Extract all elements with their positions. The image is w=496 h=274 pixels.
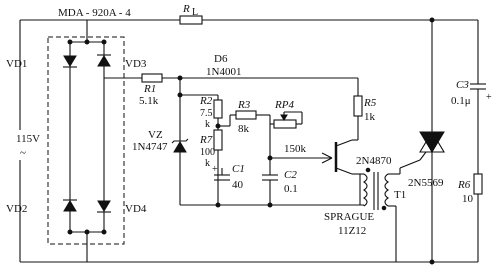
r6-value: 10 — [462, 193, 474, 205]
potentiometer-rp4 — [273, 112, 297, 129]
c1-value: 40 — [232, 179, 244, 191]
r2-value-a: 7.5 — [200, 108, 213, 119]
r6-label: R6 — [457, 179, 471, 191]
zener-vz — [171, 138, 189, 153]
rl-subscript: L — [192, 7, 198, 18]
diode-vd3 — [97, 54, 111, 67]
resistor-r7 — [213, 129, 223, 151]
vz-label: VZ — [148, 129, 163, 141]
r5-value: 1k — [364, 111, 376, 123]
node-dot — [101, 39, 107, 45]
node-dot — [429, 17, 435, 23]
node-dot — [67, 39, 73, 45]
transformer-t1 — [363, 167, 389, 211]
resistor-r6 — [473, 173, 483, 195]
r1-label: R1 — [143, 83, 156, 95]
triac-part-label: 2N5569 — [408, 177, 444, 189]
r5-label: R5 — [363, 97, 377, 109]
capacitor-c2 — [262, 174, 278, 181]
vd2-label: VD2 — [6, 203, 27, 215]
c3-value: 0.1μ — [451, 95, 471, 107]
node-dot — [84, 229, 90, 235]
c1-label: C1 — [232, 163, 245, 175]
r1-value: 5.1k — [139, 95, 159, 107]
d6-name-label: D6 — [214, 53, 228, 65]
vd1-label: VD1 — [6, 58, 27, 70]
bridge-title-label: MDA - 920A - 4 — [58, 7, 131, 19]
capacitor-c1 — [214, 174, 230, 181]
c2-label: C2 — [284, 169, 297, 181]
r3-value: 8k — [238, 123, 250, 135]
c3-plus: + — [486, 92, 492, 103]
bridge-rectifier: MDA - 920A - 4 — [6, 7, 147, 262]
r2-value-b: k — [205, 119, 210, 130]
resistor-r2 — [213, 99, 223, 119]
transistor-2n4870 — [334, 139, 353, 175]
triac-2n5569 — [419, 130, 445, 161]
ac-voltage-label: 115V — [16, 133, 40, 145]
resistor-r1 — [141, 73, 163, 83]
diode-vd4 — [97, 200, 111, 213]
vz-part-label: 1N4747 — [132, 141, 168, 153]
transistor-part-label: 2N4870 — [356, 155, 392, 167]
resistor-r3 — [235, 110, 257, 120]
rl-label: R — [182, 3, 190, 15]
vd4-label: VD4 — [125, 203, 147, 215]
capacitor-c3 — [470, 83, 486, 90]
transformer-part-label: 11Z12 — [338, 225, 366, 237]
vd3-label: VD3 — [125, 58, 147, 70]
bridge-dashed-box — [47, 36, 125, 245]
node-dot — [177, 92, 183, 98]
r7-value-b: k — [205, 158, 210, 169]
r7-value-a: 100 — [200, 147, 215, 158]
c3-label: C3 — [456, 79, 469, 91]
resistor-rl — [179, 15, 203, 25]
r2-label: R2 — [199, 95, 213, 107]
ac-symbol-label: ~ — [20, 147, 26, 159]
r3-label: R3 — [237, 99, 251, 111]
diode-vd2 — [63, 199, 77, 212]
c1-plus: + — [212, 164, 218, 175]
node-dot — [267, 202, 273, 208]
node-dot — [215, 202, 221, 208]
rp4-label: RP4 — [274, 99, 294, 111]
d6-part-label: 1N4001 — [206, 66, 241, 78]
node-dot — [84, 39, 90, 45]
resistor-r5 — [353, 95, 363, 117]
rp4-value: 150k — [284, 143, 307, 155]
transformer-name-label: T1 — [394, 189, 406, 201]
node-dot — [101, 229, 107, 235]
node-dot — [67, 229, 73, 235]
node-dot — [429, 259, 435, 265]
c2-value: 0.1 — [284, 183, 298, 195]
diode-vd1 — [63, 55, 77, 68]
transformer-maker-label: SPRAGUE — [324, 211, 374, 223]
r7-label: R7 — [199, 134, 213, 146]
